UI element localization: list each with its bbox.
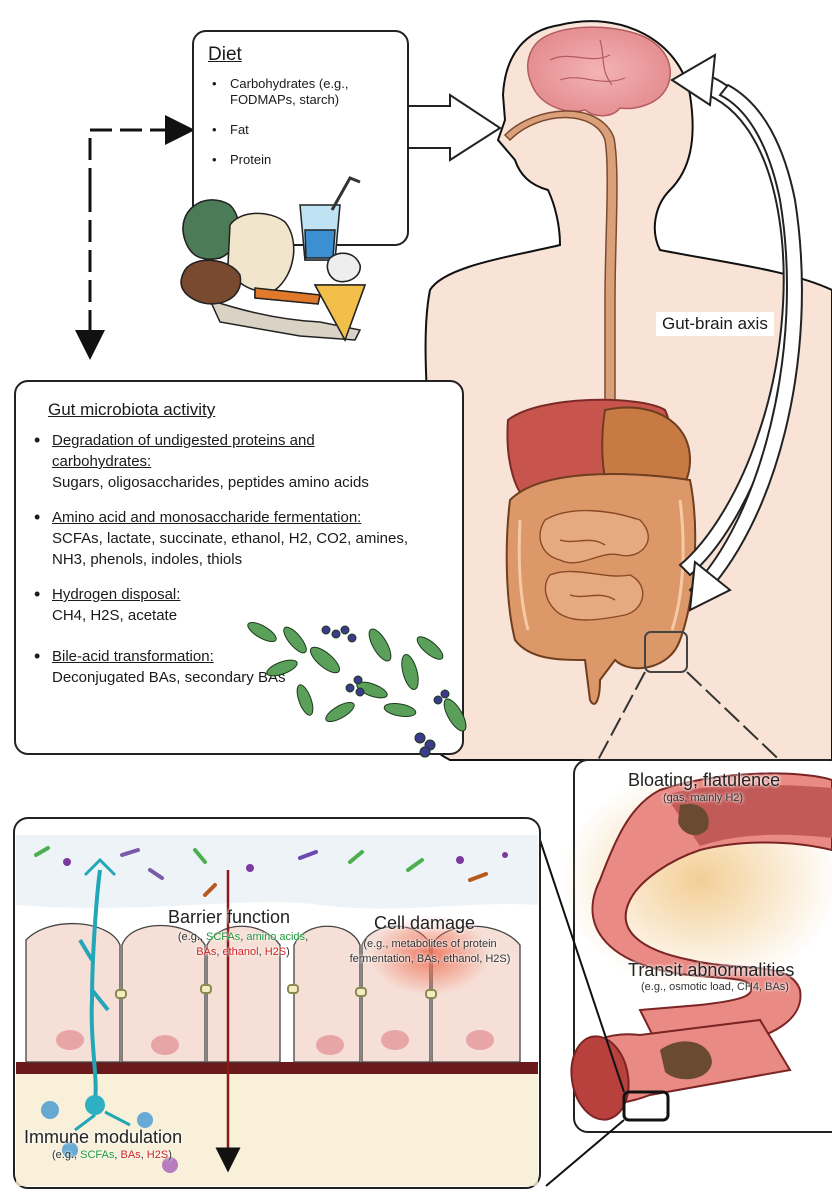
transit-sublabel: (e.g., osmotic load, CH4, BAs) <box>641 981 789 993</box>
diet-title: Diet <box>208 44 393 66</box>
cell-damage-sublabel: (e.g., metabolites of protein fermentati… <box>335 937 525 967</box>
barrier-close: ) <box>286 946 290 958</box>
barrier-prefix: (e.g., <box>178 931 206 943</box>
immune-modulation-label: Immune modulation <box>24 1127 182 1148</box>
microbiota-item-fermentation: Amino acid and monosaccharide fermentati… <box>30 507 442 570</box>
diet-box: Diet Carbohydrates (e.g., FODMAPs, starc… <box>192 30 409 246</box>
microbiota-item-heading: Amino acid and monosaccharide fermentati… <box>52 507 442 528</box>
diet-list: Carbohydrates (e.g., FODMAPs, starch) Fa… <box>208 76 393 168</box>
microbiota-title: Gut microbiota activity <box>48 400 442 420</box>
dashed-arrow-to-diet <box>90 130 180 190</box>
microbiota-item-hydrogen: Hydrogen disposal: CH4, H2S, acetate <box>30 584 442 626</box>
diet-item-carbohydrates: Carbohydrates (e.g., FODMAPs, starch) <box>208 76 400 108</box>
barrier-scfas: SCFAs <box>206 931 240 943</box>
diet-item-fat: Fat <box>208 122 393 138</box>
immune-h2s: H2S <box>147 1149 168 1161</box>
diet-item-protein: Protein <box>208 152 393 168</box>
microbiota-item-detail: Sugars, oligosaccharides, peptides amino… <box>52 472 382 493</box>
gut-brain-axis-label: Gut-brain axis <box>656 312 774 336</box>
barrier-h2s: H2S <box>265 946 286 958</box>
microbiota-item-heading: Degradation of undigested proteins and c… <box>52 430 382 472</box>
microbiota-item-detail: CH4, H2S, acetate <box>52 605 442 626</box>
cell-damage-label: Cell damage <box>374 913 475 934</box>
microbiota-item-bile-acid: Bile-acid transformation: Deconjugated B… <box>30 646 442 688</box>
microbiota-item-degradation: Degradation of undigested proteins and c… <box>30 430 442 493</box>
microbiota-item-detail: SCFAs, lactate, succinate, ethanol, H2, … <box>52 528 422 570</box>
immune-scfas: SCFAs <box>80 1149 114 1161</box>
bloating-sublabel: (gas, mainly H2) <box>663 792 743 804</box>
microbiota-item-heading: Hydrogen disposal: <box>52 584 442 605</box>
microbiota-item-detail: Deconjugated BAs, secondary BAs <box>52 667 442 688</box>
microbiota-item-heading: Bile-acid transformation: <box>52 646 442 667</box>
barrier-amino-acids: amino acids <box>246 931 305 943</box>
transit-label: Transit abnormalities <box>628 960 794 981</box>
barrier-function-sublabel: (e.g., SCFAs, amino acids, BAs, ethanol,… <box>158 930 328 960</box>
barrier-ethanol: ethanol <box>223 946 259 958</box>
immune-bas: BAs <box>120 1149 140 1161</box>
brain <box>528 27 670 116</box>
microbiota-list: Degradation of undigested proteins and c… <box>30 430 442 688</box>
diet-to-mouth-arrow <box>408 95 500 160</box>
microbiota-box: Gut microbiota activity Degradation of u… <box>14 380 464 755</box>
bloating-label: Bloating, flatulence <box>628 770 780 791</box>
immune-modulation-sublabel: (e.g., SCFAs, BAs, H2S) <box>52 1149 172 1161</box>
immune-prefix: (e.g., <box>52 1149 80 1161</box>
barrier-bas: BAs <box>196 946 216 958</box>
barrier-function-label: Barrier function <box>168 907 290 928</box>
immune-close: ) <box>168 1149 172 1161</box>
